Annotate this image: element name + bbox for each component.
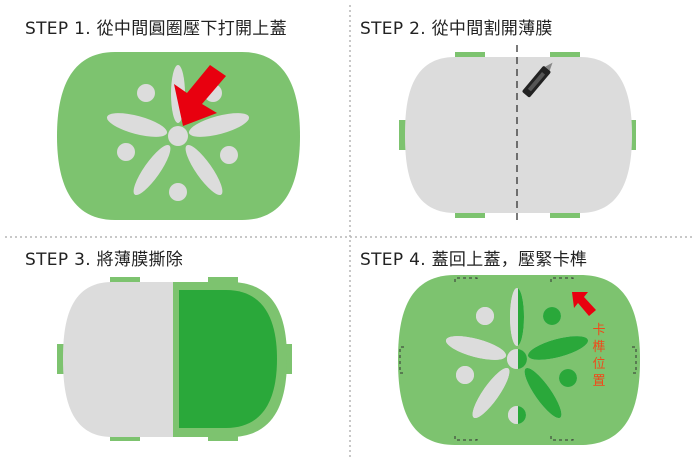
step4-title: STEP 4. 蓋回上蓋，壓緊卡榫 <box>360 250 588 270</box>
tab <box>57 344 65 374</box>
tab <box>550 52 580 60</box>
step3-peel-illustration <box>57 277 292 441</box>
film <box>405 57 632 213</box>
tab <box>208 277 238 285</box>
step2-film-illustration <box>399 45 636 222</box>
step2-title: STEP 2. 從中間割開薄膜 <box>360 19 553 39</box>
tab <box>284 344 292 374</box>
tab <box>455 52 485 60</box>
latch-position-label: 卡榫位置 <box>592 323 606 389</box>
latch-markers <box>399 277 637 441</box>
tab <box>399 120 407 150</box>
step1-lid-illustration <box>57 52 300 220</box>
step1-title: STEP 1. 從中間圓圈壓下打開上蓋 <box>25 19 287 39</box>
latch-arrow-icon <box>572 292 596 316</box>
cutter-knife-icon <box>522 62 553 98</box>
tab <box>455 210 485 218</box>
tab <box>550 210 580 218</box>
step4-closed-lid-illustration <box>398 275 640 445</box>
step3-title: STEP 3. 將薄膜撕除 <box>25 250 184 270</box>
tab <box>110 277 140 285</box>
film-left <box>63 282 173 437</box>
press-arrow-icon <box>174 65 226 126</box>
container-opening <box>179 290 277 428</box>
